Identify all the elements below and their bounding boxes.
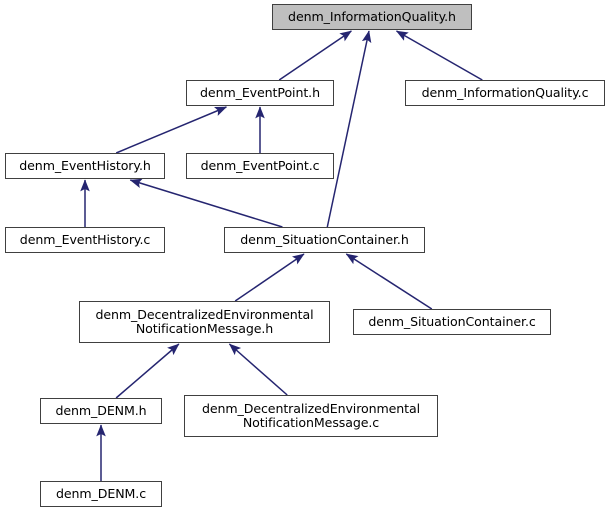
graph-node-situation_container_c[interactable]: denm_SituationContainer.c — [353, 309, 551, 335]
graph-node-label: denm_EventPoint.c — [200, 158, 320, 173]
graph-node-situation_container_h[interactable]: denm_SituationContainer.h — [224, 227, 425, 253]
graph-node-label: denm_DENM.c — [55, 486, 147, 501]
graph-node-denm_c[interactable]: denm_DENM.c — [40, 481, 162, 507]
graph-node-denm_h_message_h[interactable]: denm_DecentralizedEnvironmental Notifica… — [79, 301, 330, 343]
graph-node-label: denm_DENM.h — [55, 403, 147, 418]
graph-node-label: denm_SituationContainer.h — [240, 232, 409, 247]
graph-node-event_point_h[interactable]: denm_EventPoint.h — [186, 80, 334, 106]
graph-node-label: denm_EventPoint.h — [200, 85, 320, 100]
graph-node-information_quality_c[interactable]: denm_InformationQuality.c — [405, 80, 605, 106]
graph-node-event_history_c[interactable]: denm_EventHistory.c — [5, 227, 165, 253]
graph-node-event_history_h[interactable]: denm_EventHistory.h — [5, 153, 165, 179]
graph-edge-denm_h_message_h-to-situation_container_h — [234, 253, 305, 302]
graph-node-denm_h[interactable]: denm_DENM.h — [40, 398, 162, 424]
graph-node-label: denm_InformationQuality.c — [421, 85, 589, 100]
graph-node-label: denm_SituationContainer.c — [368, 314, 536, 329]
graph-edge-situation_container_h-to-information_quality_h — [326, 30, 372, 228]
graph-edge-denm_message_c-to-denm_h_message_h — [228, 343, 288, 396]
graph-node-label: denm_DecentralizedEnvironmental Notifica… — [201, 401, 421, 430]
graph-node-label: denm_DecentralizedEnvironmental Notifica… — [95, 307, 314, 336]
graph-edge-denm_h-to-denm_h_message_h — [115, 343, 180, 399]
graph-edge-event_history_h-to-event_point_h — [115, 106, 227, 154]
graph-edge-information_quality_c-to-information_quality_h — [395, 30, 483, 81]
graph-edge-situation_container_h-to-event_history_h — [129, 178, 283, 228]
graph-node-denm_message_c[interactable]: denm_DecentralizedEnvironmental Notifica… — [184, 395, 438, 437]
graph-edge-event_point_h-to-information_quality_h — [278, 30, 352, 81]
graph-node-event_point_c[interactable]: denm_EventPoint.c — [186, 153, 334, 179]
graph-edge-situation_container_c-to-situation_container_h — [345, 253, 433, 310]
graph-node-label: denm_EventHistory.c — [19, 232, 151, 247]
graph-node-information_quality_h[interactable]: denm_InformationQuality.h — [272, 4, 472, 30]
graph-node-label: denm_InformationQuality.h — [288, 9, 456, 24]
graph-node-label: denm_EventHistory.h — [19, 158, 151, 173]
